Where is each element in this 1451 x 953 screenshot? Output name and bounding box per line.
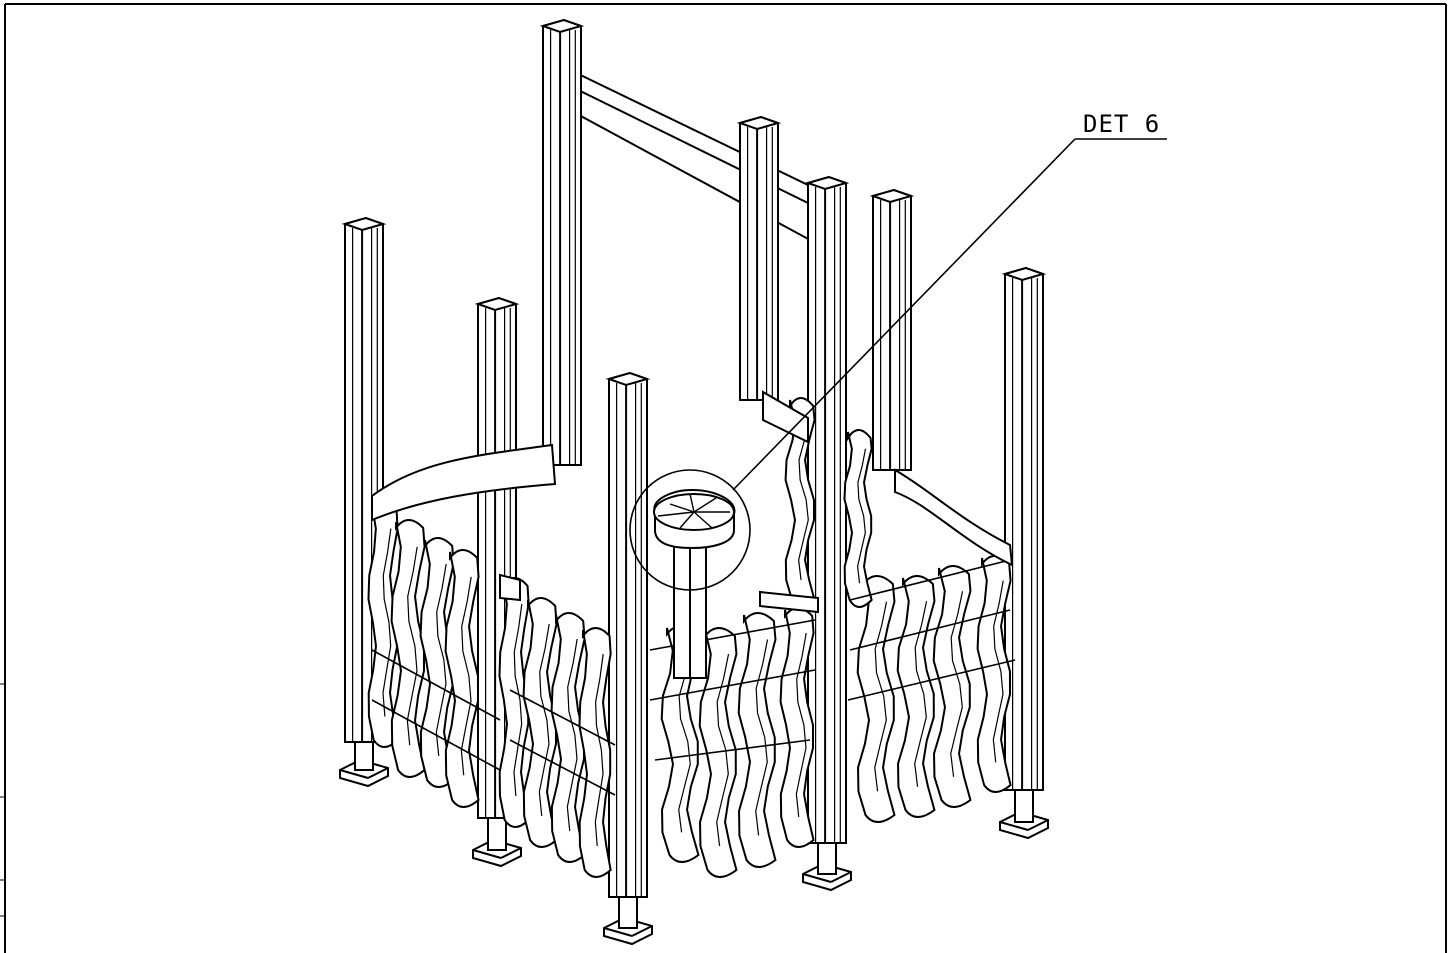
foot-5 [999,789,1049,840]
drawing-frame [4,3,1447,953]
detail-callout-graphics [629,138,1167,591]
detail-circle [629,469,751,591]
base-feet [339,741,1049,946]
post-5 [736,115,782,401]
plank-2 [390,519,426,778]
posts [341,18,1047,898]
post-6 [804,175,850,844]
top-brackets [371,390,1014,614]
frame-edge-marks [0,683,5,917]
plank-8 [578,627,612,878]
plank-13 [856,575,896,823]
foot-3 [603,896,653,946]
plank-15 [932,565,972,808]
spinner-knob [653,488,736,679]
plank-14 [896,575,936,818]
foot-4 [802,842,852,892]
post-7 [869,188,915,471]
post-3 [539,18,585,466]
post-4 [605,371,651,898]
detail-label: DET 6 [1083,110,1160,138]
foot-2 [472,817,522,868]
plank-18 [843,429,873,608]
post-8 [1001,266,1047,791]
fence-rails [371,559,1016,796]
fence-planks [367,397,1012,878]
plank-11 [737,612,777,868]
leader-line [732,138,1076,491]
plank-4 [444,549,480,808]
foot-1 [339,741,389,788]
